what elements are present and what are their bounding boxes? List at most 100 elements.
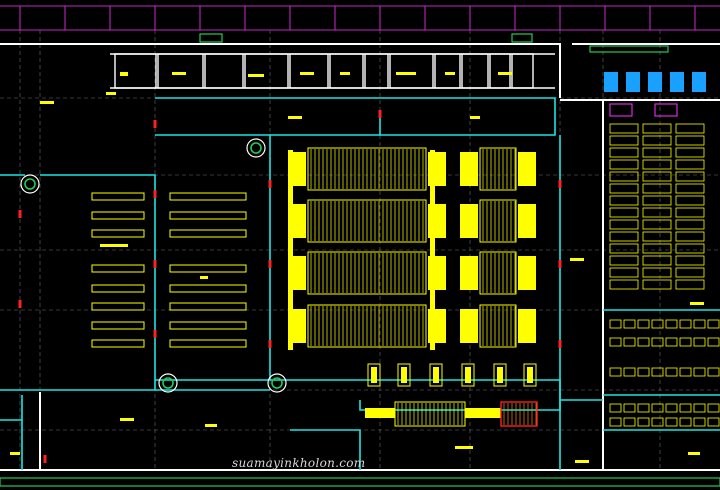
equipment-cell: [679, 417, 692, 427]
equipment-cell: [609, 231, 639, 242]
equipment-cell: [679, 319, 692, 329]
conveyor-infeed: [365, 408, 395, 418]
office-room: [157, 53, 204, 89]
rack-outline: [91, 192, 145, 201]
machine-body: [479, 199, 517, 243]
rack-outline: [169, 192, 247, 201]
annotation-bar: [120, 72, 128, 76]
equipment-cell: [651, 403, 664, 413]
annotation-bar: [570, 258, 584, 261]
machine-body: [479, 251, 517, 295]
red-marker: [558, 260, 562, 268]
equipment-cell: [642, 171, 672, 182]
annotation-bar: [100, 244, 128, 247]
rack-outline: [91, 264, 145, 273]
annotation-bar: [106, 92, 116, 95]
rack-outline: [91, 229, 145, 238]
office-room: [434, 53, 461, 89]
equipment-cell: [651, 337, 664, 347]
equipment-cell: [693, 417, 706, 427]
machine-body: [307, 199, 427, 243]
rack-outline: [169, 339, 247, 348]
annotation-bar: [688, 452, 700, 455]
equipment-cell: [651, 367, 664, 377]
small-machine: [367, 363, 381, 387]
machine-outfeed: [518, 204, 536, 238]
annotation-bar: [205, 424, 217, 427]
equipment-cell: [675, 243, 705, 254]
equipment-cell: [637, 319, 650, 329]
blue-unit: [692, 72, 706, 92]
annotation-bar: [690, 302, 704, 305]
office-room: [289, 53, 329, 89]
equipment-cell: [675, 171, 705, 182]
equipment-cell: [637, 337, 650, 347]
red-marker: [153, 260, 157, 268]
blue-unit-frame: [609, 103, 633, 117]
blue-units: [604, 72, 706, 117]
column-symbol-icon: [250, 142, 262, 154]
annotation-bar: [445, 72, 455, 75]
machine-block-icon: [460, 251, 536, 295]
machine-lines-center: [288, 147, 536, 350]
office-room: [244, 53, 289, 89]
red-marker: [153, 330, 157, 338]
annotation-bar: [498, 72, 512, 75]
equipment-cell: [665, 337, 678, 347]
equipment-cell: [642, 159, 672, 170]
column-symbol-icon: [158, 373, 178, 393]
machine-infeed: [460, 256, 478, 290]
cyan-partitions: [0, 97, 720, 470]
machine-body: [307, 304, 427, 348]
equipment-cell: [609, 243, 639, 254]
right-equipment-grid: [609, 123, 720, 427]
machine-side-rail: [288, 150, 293, 350]
conveyor-red-unit: [500, 401, 538, 427]
conveyor-line: [365, 401, 538, 427]
equipment-cell: [707, 367, 720, 377]
blue-unit: [604, 72, 618, 92]
equipment-cell: [642, 195, 672, 206]
top-dimension-ruler: [0, 5, 720, 31]
equipment-cell: [609, 319, 622, 329]
equipment-cell: [609, 147, 639, 158]
top-ruler-ticks: [19, 6, 696, 30]
small-machine-core: [401, 367, 407, 383]
red-marker: [43, 455, 47, 463]
equipment-cell: [609, 219, 639, 230]
equipment-cell: [675, 123, 705, 134]
red-marker: [18, 210, 22, 218]
equipment-cell: [609, 195, 639, 206]
equipment-cell: [675, 195, 705, 206]
equipment-cell: [609, 367, 622, 377]
equipment-cell: [693, 403, 706, 413]
equipment-cell: [679, 337, 692, 347]
annotation-bar: [396, 72, 416, 75]
rack-outline: [91, 284, 145, 293]
machine-body: [479, 304, 517, 348]
red-markers: [18, 110, 562, 463]
equipment-cell: [637, 367, 650, 377]
red-marker: [153, 190, 157, 198]
equipment-cell: [642, 243, 672, 254]
equipment-cell: [675, 267, 705, 278]
machine-outfeed: [518, 256, 536, 290]
small-machine: [523, 363, 537, 387]
machine-block-icon: [288, 251, 446, 295]
equipment-cell: [675, 159, 705, 170]
equipment-cell: [665, 403, 678, 413]
machine-body: [307, 147, 427, 191]
equipment-cell: [675, 219, 705, 230]
blue-unit: [670, 72, 684, 92]
machine-body: [479, 147, 517, 191]
rack-outline: [91, 211, 145, 220]
equipment-cell: [642, 207, 672, 218]
equipment-cell: [609, 207, 639, 218]
equipment-cell: [693, 367, 706, 377]
equipment-cell: [665, 319, 678, 329]
annotation-bar: [288, 116, 302, 119]
equipment-cell: [623, 337, 636, 347]
red-marker: [18, 300, 22, 308]
equipment-cell: [675, 183, 705, 194]
